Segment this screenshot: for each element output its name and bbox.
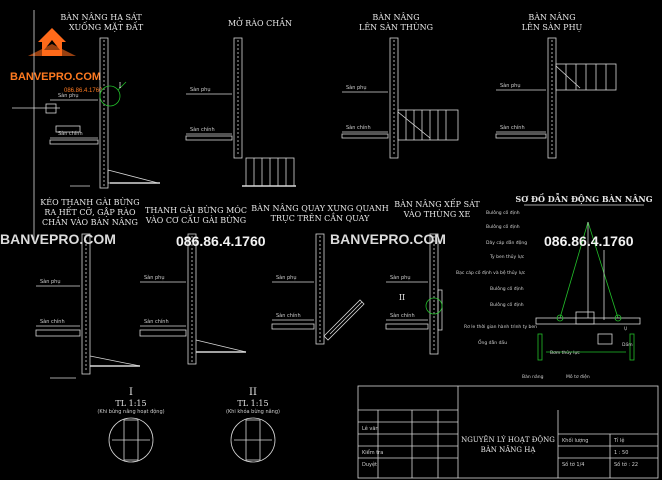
label-san-chinh-8: Sàn chính — [390, 312, 415, 319]
mark-I-top: I — [119, 82, 122, 90]
title-4b: LÊN SÀN PHỤ — [522, 23, 583, 32]
tb-row-2: Kiểm tra — [362, 449, 383, 456]
tb-title-1: NGUYÊN LÝ HOẠT ĐỘNG — [461, 435, 555, 444]
title-5a: KÉO THANH GÀI BỪNG — [40, 198, 139, 207]
watermark-center: BANVEPRO.COM — [330, 231, 446, 247]
label-san-chinh-4: Sàn chính — [500, 124, 525, 131]
title-7b: TRỤC TRÊN CẦN QUAY — [271, 213, 370, 223]
label-san-chinh-1: Sàn chính — [58, 130, 83, 137]
detail-I: I TL 1:15 (Khi bừng nâng hoạt động) — [97, 387, 165, 463]
label-san-chinh-3: Sàn chính — [346, 124, 371, 131]
label-san-phu-6: Sàn phụ — [144, 274, 165, 281]
title-3a: BÀN NÂNG — [372, 13, 419, 22]
schema-label: Ụ — [624, 326, 627, 332]
watermark-left: BANVEPRO.COM — [0, 231, 116, 247]
mark-II-view: II — [399, 293, 405, 302]
tb-right-4: Số tờ : 22 — [614, 461, 638, 468]
view-3-lift-to-floor — [341, 37, 459, 159]
label-san-phu-8: Sàn phụ — [390, 274, 411, 281]
label-san-chinh-6: Sàn chính — [144, 318, 169, 325]
schema-label: Bulông cố định — [486, 209, 520, 216]
detail-I-scale: TL 1:15 — [115, 399, 146, 408]
title-7a: BÀN NÂNG QUAY XUNG QUANH — [251, 204, 388, 213]
detail-II: II TL 1:15 (Khi khóa bừng nâng) — [226, 387, 280, 463]
title-1b: XUỐNG MẶT ĐẤT — [69, 22, 144, 32]
view-5-pull-latch — [35, 233, 141, 379]
title-8a: BÀN NÂNG XẾP SÁT — [394, 199, 480, 209]
schema-label: Bạc cáp cố định và bệ thủy lực — [456, 269, 526, 276]
tb-right-1: Khối lượng — [562, 437, 588, 444]
schema-title: SƠ ĐỒ DẪN ĐỘNG BÀN NÂNG — [515, 194, 652, 204]
hydraulic-schema — [535, 221, 641, 361]
tb-right-2: Tỉ lệ — [613, 437, 625, 444]
label-san-chinh-5: Sàn chính — [40, 318, 65, 325]
label-san-phu-1: Sàn phụ — [58, 92, 79, 99]
detail-II-note: (Khi khóa bừng nâng) — [226, 408, 280, 415]
schema-label: Bulông cố định — [490, 285, 524, 292]
view-2-open-barrier — [185, 37, 296, 187]
label-san-phu-7: Sàn phụ — [276, 274, 297, 281]
schema-label: Ống dẫn dầu — [478, 338, 507, 346]
view-4-lift-to-subfloor — [495, 37, 617, 159]
schema-label: Bulông cố định — [490, 301, 524, 308]
schema-label: Ty ben thủy lực — [489, 253, 525, 260]
tb-row-3: Duyệt — [362, 461, 377, 468]
detail-II-mark: II — [249, 387, 257, 398]
schema-label: Mô tơ điện — [566, 373, 590, 380]
label-san-phu-2: Sàn phụ — [190, 86, 211, 93]
title-4a: BÀN NÂNG — [528, 13, 575, 22]
schema-label: Bàn nâng — [522, 373, 544, 380]
watermark-phone-2: 086.86.4.1760 — [544, 233, 634, 249]
view-7-rotate — [271, 233, 365, 345]
schema-label: Dầm — [622, 340, 633, 348]
title-3b: LÊN SÀN THÙNG — [359, 23, 433, 32]
detail-I-mark: I — [129, 387, 133, 398]
title-6a: THANH GÀI BỪNG MÓC — [145, 206, 247, 215]
banvepro-logo — [28, 28, 76, 56]
detail-II-scale: TL 1:15 — [237, 399, 268, 408]
title-5c: CHẮN VÀO BÀN NÂNG — [42, 217, 138, 227]
title-block — [357, 385, 659, 479]
logo-phone: 086.86.4.1760 — [64, 88, 103, 94]
tb-right-5: 1 : 50 — [614, 450, 628, 456]
label-san-chinh-2: Sàn chính — [190, 126, 215, 133]
label-san-phu-5: Sàn phụ — [40, 278, 61, 285]
schema-label: Dây cáp dẫn động — [486, 239, 527, 246]
tb-right-3: Số tờ 1/4 — [562, 461, 584, 468]
title-1a: BÀN NÂNG HẠ SÁT — [60, 13, 142, 22]
title-5b: RA HẾT CỠ, GẬP RÀO — [44, 207, 136, 217]
label-san-phu-3: Sàn phụ — [346, 84, 367, 91]
view-1-lift-ground: I — [49, 37, 160, 189]
tb-row-1: Lê văn — [362, 425, 379, 432]
tb-title-2: BÀN NÂNG HẠ — [481, 445, 537, 454]
title-8b: VÀO THÙNG XE — [403, 210, 471, 219]
view-6-latch-hook — [139, 233, 247, 365]
detail-I-note: (Khi bừng nâng hoạt động) — [97, 408, 164, 415]
watermark-phone-1: 086.86.4.1760 — [176, 233, 266, 249]
schema-label: Bơm thủy lực — [550, 349, 580, 356]
label-san-chinh-7: Sàn chính — [276, 312, 301, 319]
title-6b: VÀO CƠ CẤU GÀI BỪNG — [145, 215, 246, 225]
title-2: MỞ RÀO CHẮN — [228, 18, 292, 28]
schema-label: Bulông cố định — [486, 223, 520, 230]
logo-text: BANVEPRO.COM — [10, 71, 101, 83]
schema-label: Rơ le thời gian hành trình ty ben — [464, 323, 537, 330]
view-8-folded: II — [385, 233, 443, 355]
label-san-phu-4: Sàn phụ — [500, 82, 521, 89]
